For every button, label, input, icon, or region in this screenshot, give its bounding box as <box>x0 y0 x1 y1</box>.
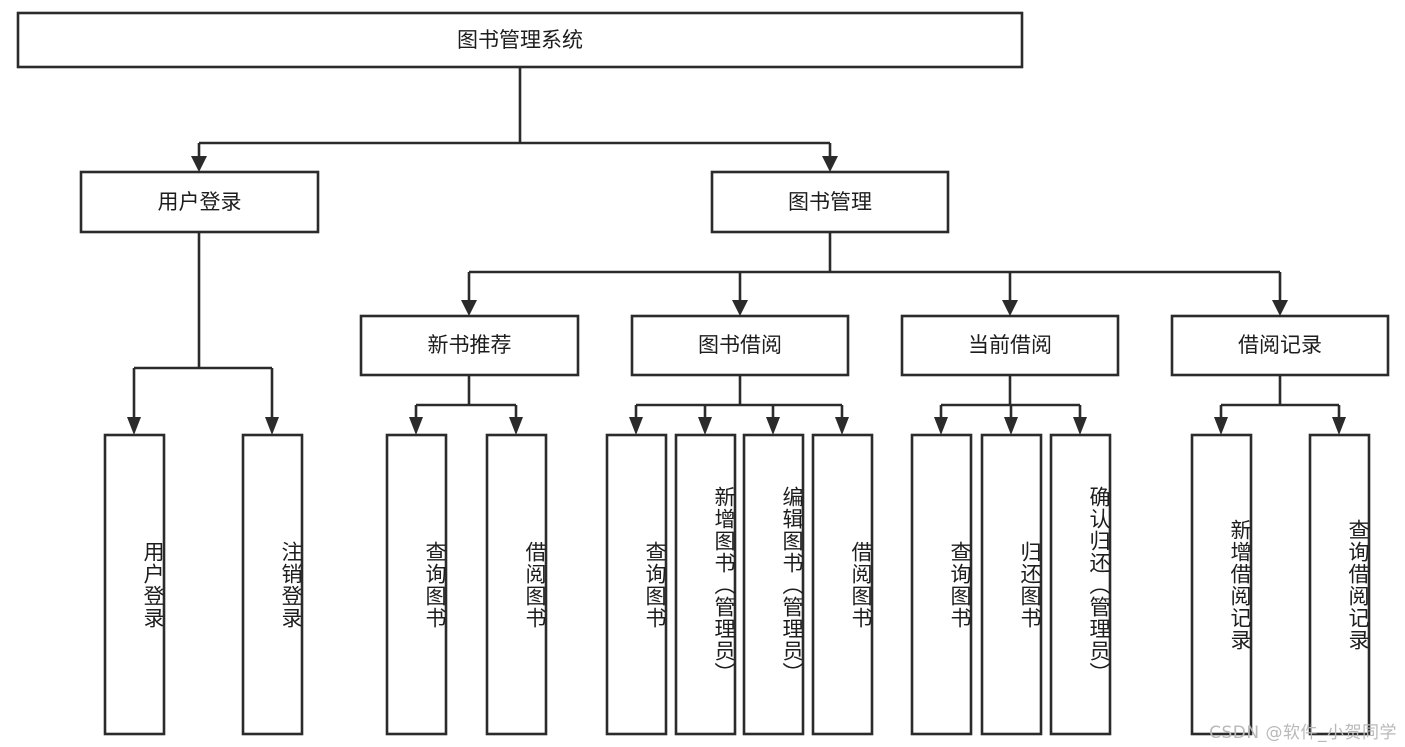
node-box-leaf-borrow-book-recommend[interactable] <box>485 433 548 736</box>
arrow-head-leaf-user-login <box>127 417 141 435</box>
arrow-head-leaf-add-book-admin <box>698 417 712 435</box>
node-box-current-borrow[interactable] <box>900 314 1120 377</box>
arrow-head-leaf-query-book-borrow <box>629 417 643 435</box>
node-box-leaf-logout-login[interactable] <box>241 433 304 736</box>
node-layer: 图书管理系统 用户登录 图书管理 新书推荐 图书借阅 当前借阅 借阅记录 <box>16 11 1390 736</box>
arrow-head-leaf-query-borrow-record <box>1332 417 1346 435</box>
node-box-leaf-return-book[interactable] <box>980 433 1043 736</box>
connector-layer <box>127 67 1346 435</box>
arrow-head-leaf-logout-login <box>265 417 279 435</box>
node-box-user-login[interactable] <box>79 170 320 234</box>
node-box-leaf-add-borrow-record[interactable] <box>1190 433 1253 736</box>
node-box-leaf-query-book-borrow[interactable] <box>605 433 668 736</box>
node-box-leaf-query-book-current[interactable] <box>910 433 973 736</box>
node-box-leaf-borrow-book[interactable] <box>811 433 874 736</box>
node-box-leaf-user-login[interactable] <box>103 433 166 736</box>
node-box-leaf-query-book-recommend[interactable] <box>385 433 448 736</box>
node-label-new-book-recommend: 新书推荐 <box>428 333 512 357</box>
arrow-head-leaf-return-book <box>1004 417 1018 435</box>
arrow-head-current-borrow <box>1002 300 1018 316</box>
node-box-borrow-record[interactable] <box>1170 314 1390 377</box>
node-label-root: 图书管理系统 <box>457 28 583 52</box>
node-box-leaf-edit-book-admin[interactable] <box>742 433 805 736</box>
arrow-head-book-borrow <box>732 300 748 316</box>
arrow-head-leaf-borrow-book-recommend <box>509 417 523 435</box>
node-box-leaf-query-borrow-record[interactable] <box>1308 433 1371 736</box>
node-label-borrow-record: 借阅记录 <box>1238 333 1322 357</box>
node-box-book-borrow[interactable] <box>630 314 850 377</box>
watermark-text: CSDN @软件_小贺同学 <box>1209 723 1397 743</box>
node-box-leaf-confirm-return-admin[interactable] <box>1049 433 1112 736</box>
node-box-new-book-recommend[interactable] <box>359 314 580 377</box>
node-label-user-login: 用户登录 <box>158 190 242 214</box>
node-box-leaf-add-book-admin[interactable] <box>674 433 737 736</box>
arrow-head-book-management <box>822 156 838 172</box>
node-label-current-borrow: 当前借阅 <box>968 333 1052 357</box>
arrow-head-new-book-recommend <box>461 300 477 316</box>
arrow-head-leaf-add-borrow-record <box>1214 417 1228 435</box>
arrow-head-user-login <box>191 156 207 172</box>
arrow-head-leaf-query-book-recommend <box>409 417 423 435</box>
arrow-head-leaf-edit-book-admin <box>766 417 780 435</box>
arrow-head-leaf-confirm-return-admin <box>1073 417 1087 435</box>
node-box-book-management[interactable] <box>710 170 950 234</box>
arrow-head-leaf-query-book-current <box>934 417 948 435</box>
node-label-book-management: 图书管理 <box>788 190 872 214</box>
node-box-root[interactable] <box>16 11 1024 69</box>
arrow-head-leaf-borrow-book <box>835 417 849 435</box>
node-label-book-borrow: 图书借阅 <box>698 333 782 357</box>
arrow-head-borrow-record <box>1272 300 1288 316</box>
